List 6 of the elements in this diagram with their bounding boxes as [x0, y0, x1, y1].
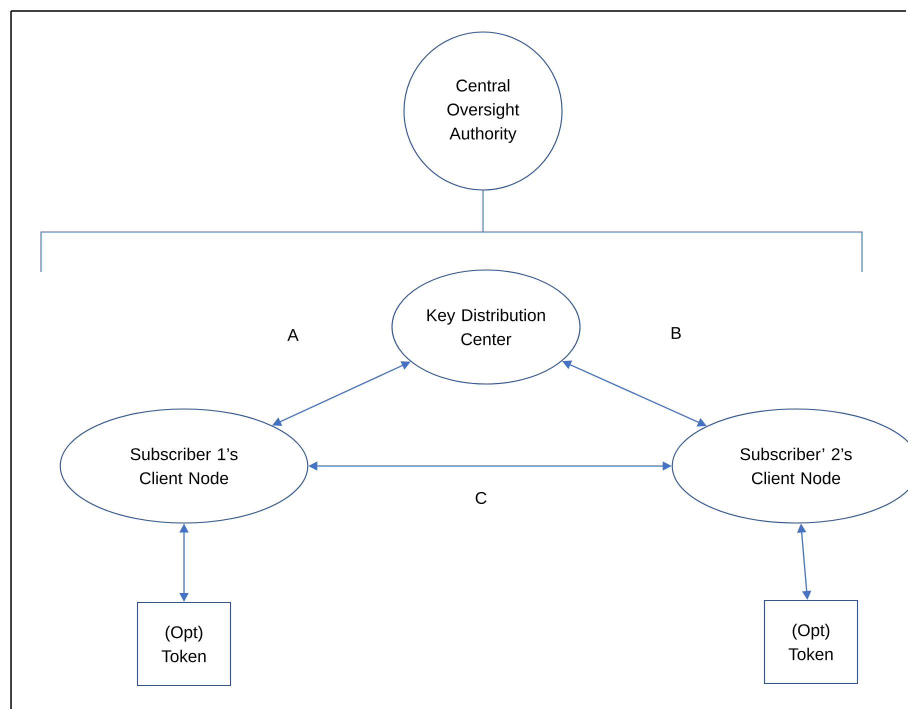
token-box: (Opt) Token — [136, 602, 232, 686]
bracket-line — [40, 190, 863, 273]
edge-label: A — [287, 329, 299, 341]
edge-label: C — [476, 492, 486, 504]
token-box: (Opt) Token — [764, 600, 858, 684]
edge-label: B — [672, 327, 681, 339]
